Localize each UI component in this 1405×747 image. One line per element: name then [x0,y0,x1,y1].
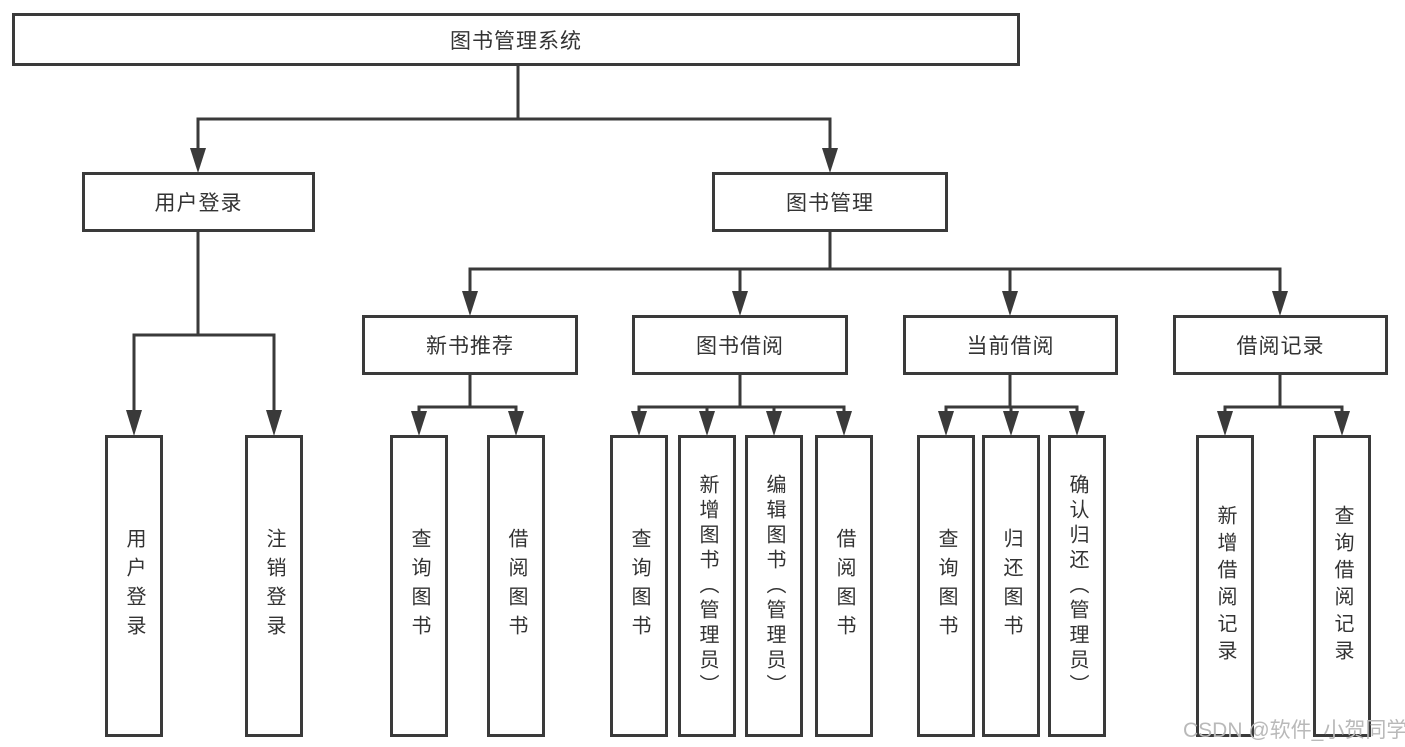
leaf-user-login: 用户登录 [105,435,163,737]
leaf-query-borrow-record: 查询借阅记录 [1313,435,1371,737]
csdn-watermark: CSDN @软件_小贺同学 [1183,719,1405,742]
leaf-logout: 注销登录 [245,435,303,737]
leaf-recommend-borrow-books: 借阅图书 [487,435,545,737]
node-current-borrow: 当前借阅 [903,315,1118,375]
node-root-system: 图书管理系统 [12,13,1020,66]
leaf-recommend-query-books: 查询图书 [390,435,448,737]
leaf-borrow-query-books: 查询图书 [610,435,668,737]
leaf-add-borrow-record: 新增借阅记录 [1196,435,1254,737]
leaf-borrow-books: 借阅图书 [815,435,873,737]
node-new-book-recommend: 新书推荐 [362,315,578,375]
node-book-management: 图书管理 [712,172,948,232]
leaf-current-query-books: 查询图书 [917,435,975,737]
leaf-add-books-admin: 新增图书（管理员） [678,435,736,737]
node-borrow-records: 借阅记录 [1173,315,1388,375]
leaf-confirm-return-admin: 确认归还（管理员） [1048,435,1106,737]
leaf-edit-books-admin: 编辑图书（管理员） [745,435,803,737]
leaf-return-books: 归还图书 [982,435,1040,737]
node-book-borrow: 图书借阅 [632,315,848,375]
node-user-login: 用户登录 [82,172,315,232]
